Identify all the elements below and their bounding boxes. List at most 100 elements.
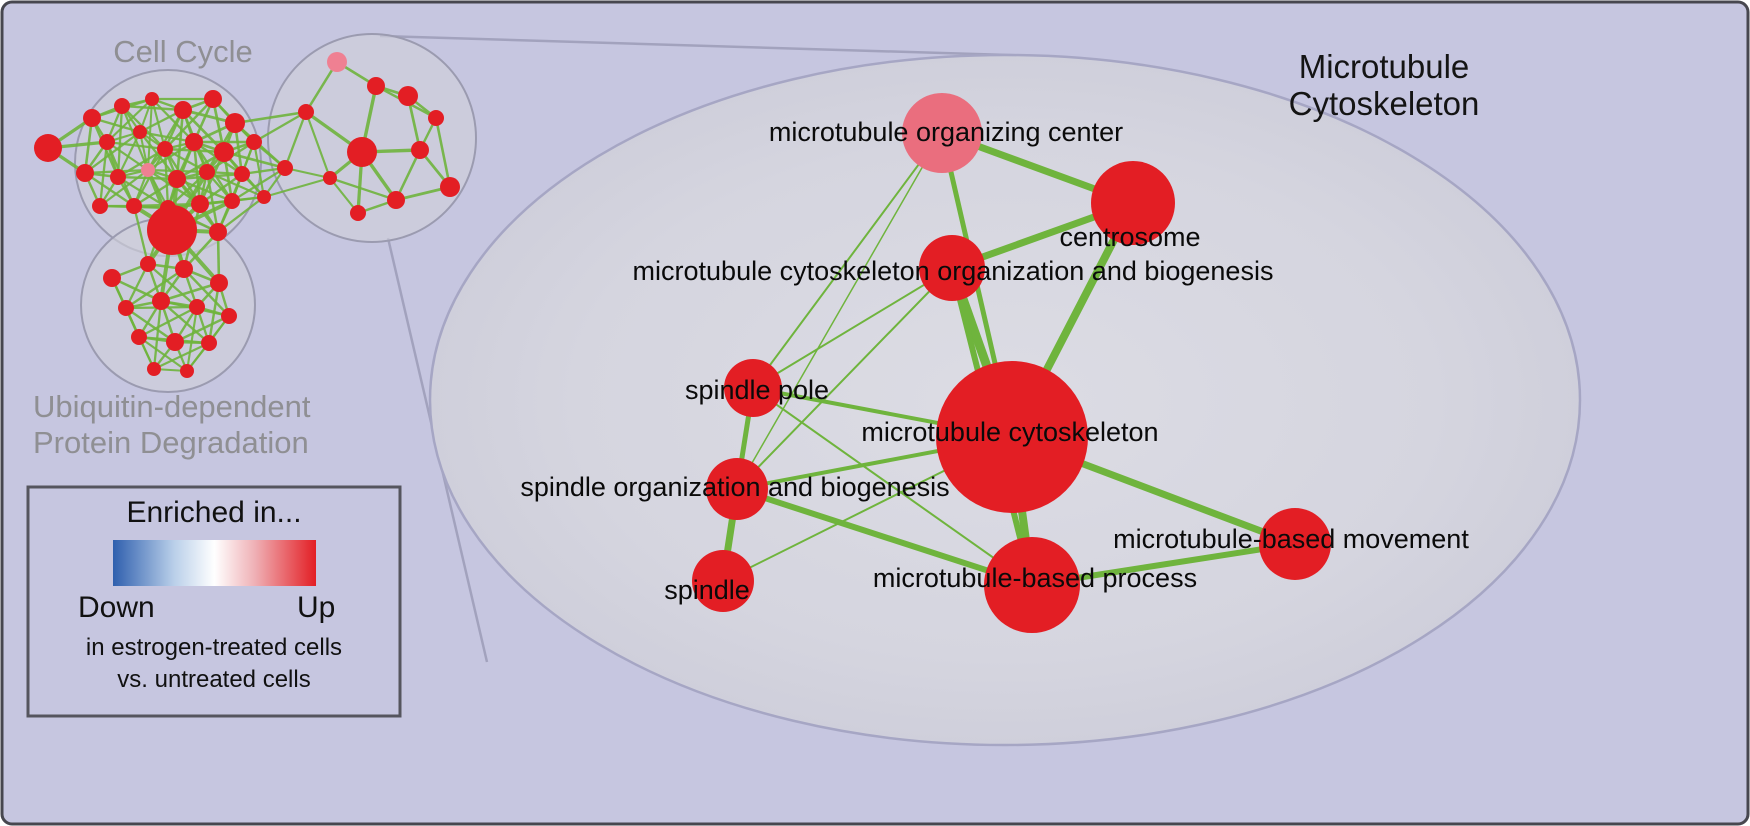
mini-edge bbox=[106, 98, 153, 143]
node-movement bbox=[1259, 508, 1331, 580]
node-label-mc: microtubule cytoskeleton bbox=[861, 417, 1158, 447]
mini-node bbox=[174, 101, 192, 119]
node-label-mcob: microtubule cytoskeleton organization an… bbox=[633, 256, 1274, 286]
mini-edge bbox=[160, 281, 220, 303]
mini-edge bbox=[121, 105, 149, 171]
zoom-cone-line bbox=[379, 34, 1041, 58]
microtubule-title-line1: Microtubule bbox=[1299, 48, 1470, 85]
mini-node bbox=[175, 260, 193, 278]
mini-edge bbox=[263, 177, 331, 198]
node-label-movement: microtubule-based movement bbox=[1113, 524, 1469, 554]
node-label-moc: microtubule organizing center bbox=[769, 117, 1123, 147]
mini-edge bbox=[185, 306, 199, 372]
mini-node bbox=[440, 177, 460, 197]
mini-node bbox=[298, 104, 314, 120]
mini-node bbox=[201, 335, 217, 351]
mini-edge bbox=[252, 141, 266, 198]
mini-edge bbox=[153, 342, 210, 370]
microtubule-title-line2: Cytoskeleton bbox=[1289, 85, 1480, 122]
mini-edge bbox=[167, 171, 208, 209]
node-label-process: microtubule-based process bbox=[873, 563, 1197, 593]
mini-edge bbox=[164, 98, 214, 150]
mini-node bbox=[185, 133, 203, 151]
edge-moc-spindle_pole bbox=[752, 132, 943, 389]
mini-node bbox=[133, 125, 147, 139]
legend-up-label: Up bbox=[297, 591, 335, 624]
mini-node bbox=[114, 98, 130, 114]
mini-edge bbox=[125, 267, 185, 310]
node-label-centrosome: centrosome bbox=[1059, 222, 1200, 252]
mini-edge bbox=[125, 307, 176, 343]
mini-edge bbox=[117, 131, 141, 178]
mini-edge bbox=[206, 171, 265, 198]
mini-edge bbox=[117, 148, 166, 178]
legend-caption-line1: in estrogen-treated cells bbox=[86, 634, 342, 661]
mini-node bbox=[214, 142, 234, 162]
legend-caption-line2: vs. untreated cells bbox=[117, 666, 310, 693]
cell-cycle-label: Cell Cycle bbox=[113, 34, 253, 69]
mini-node bbox=[110, 169, 126, 185]
mini-edge bbox=[138, 305, 198, 339]
mini-edge bbox=[106, 140, 166, 151]
mini-node bbox=[204, 90, 222, 108]
mini-node bbox=[99, 134, 115, 150]
mini-edge bbox=[84, 131, 141, 174]
mini-node bbox=[76, 164, 94, 182]
mini-edge bbox=[434, 117, 452, 188]
node-mc bbox=[936, 361, 1088, 513]
mini-node bbox=[350, 205, 366, 221]
edge-moc-sob bbox=[736, 132, 943, 490]
mini-edge bbox=[329, 176, 397, 202]
mini-node bbox=[147, 362, 161, 376]
mini-node bbox=[347, 137, 377, 167]
mini-edge bbox=[150, 98, 167, 150]
mini-node bbox=[277, 160, 293, 176]
mini-edge bbox=[174, 314, 230, 344]
mini-node bbox=[145, 92, 159, 106]
mini-node bbox=[126, 198, 142, 214]
node-label-spindle_pole: spindle pole bbox=[685, 375, 829, 405]
mini-edge bbox=[151, 98, 195, 143]
mini-edge bbox=[147, 109, 184, 171]
mini-edge bbox=[83, 117, 94, 174]
mini-edge bbox=[99, 169, 149, 207]
mini-edge bbox=[116, 105, 124, 178]
mini-node bbox=[83, 109, 101, 127]
mini-edge bbox=[138, 336, 188, 372]
mini-node bbox=[92, 198, 108, 214]
mini-node bbox=[327, 52, 347, 72]
mini-node bbox=[168, 170, 186, 188]
mini-node bbox=[411, 141, 429, 159]
mini-node bbox=[141, 163, 155, 177]
mini-node bbox=[257, 190, 271, 204]
mini-node bbox=[367, 77, 385, 95]
mini-node bbox=[180, 364, 194, 378]
mini-edge bbox=[192, 141, 202, 205]
mini-node bbox=[34, 134, 62, 162]
mini-node bbox=[191, 195, 209, 213]
legend-down-label: Down bbox=[78, 591, 155, 624]
node-sob bbox=[706, 458, 768, 520]
mini-node bbox=[246, 134, 262, 150]
ubiquitin-label-line1: Ubiquitin-dependent bbox=[33, 389, 311, 424]
mini-edge bbox=[124, 263, 150, 309]
mini-edge bbox=[121, 104, 184, 112]
node-centrosome bbox=[1091, 161, 1175, 245]
mini-node bbox=[224, 193, 240, 209]
node-label-spindle: spindle bbox=[664, 575, 750, 605]
main-network-labels: microtubule organizing center centrosome m… bbox=[520, 117, 1469, 605]
edge-spindle_pole-process bbox=[752, 387, 1033, 586]
node-spindle_pole bbox=[724, 359, 782, 417]
legend-gradient-bar bbox=[113, 540, 316, 586]
mini-cluster-circle bbox=[267, 33, 477, 243]
mini-node bbox=[387, 191, 405, 209]
mini-edge bbox=[176, 177, 233, 203]
mini-edge bbox=[139, 130, 195, 144]
mini-node bbox=[147, 205, 197, 255]
mini-node bbox=[189, 299, 205, 315]
mini-edge bbox=[160, 300, 210, 344]
mini-node bbox=[225, 113, 245, 133]
mini-edge bbox=[304, 111, 332, 179]
